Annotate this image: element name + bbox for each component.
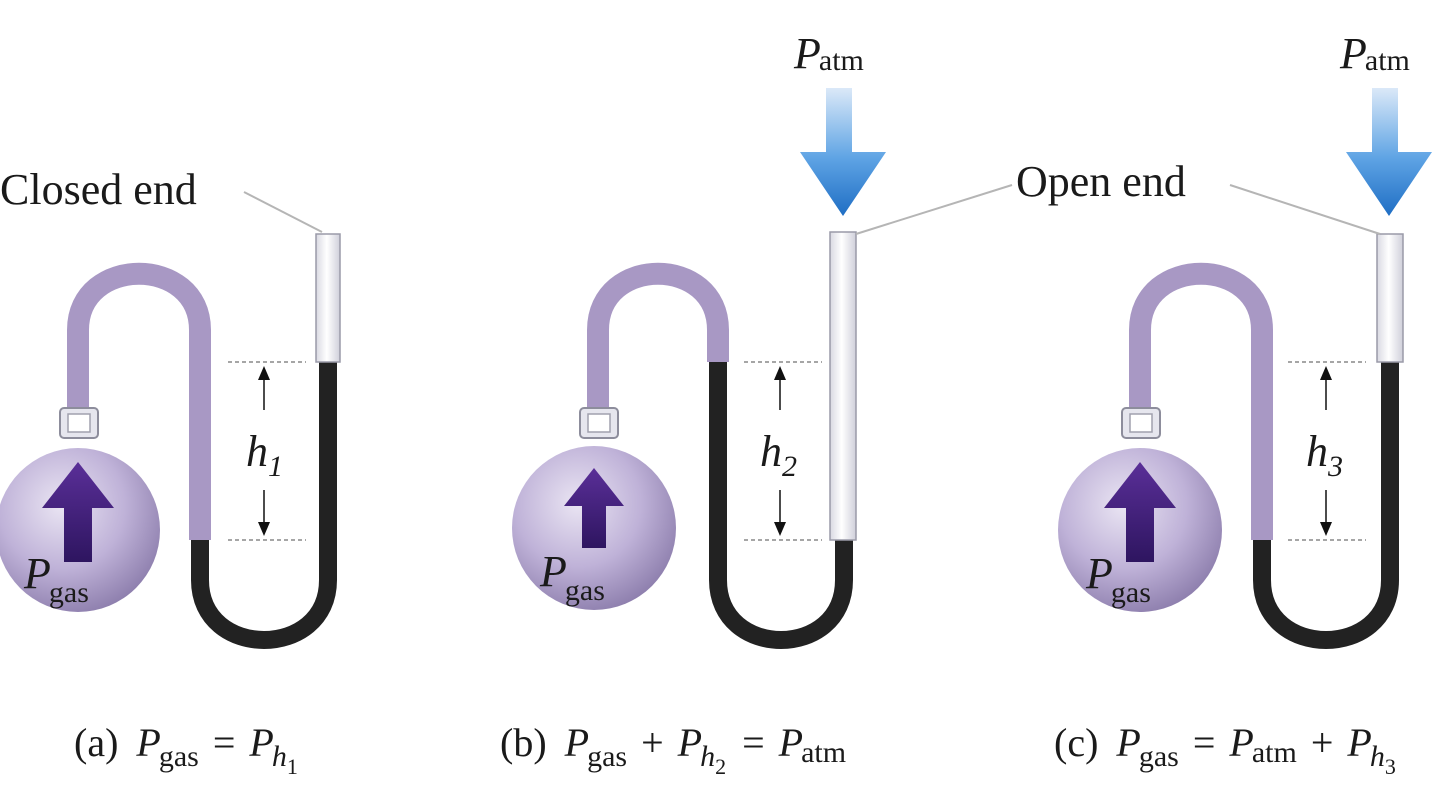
closed-end-tube-a bbox=[315, 233, 341, 363]
gas-tube-a bbox=[67, 262, 211, 540]
atm-pressure-label-b: Patm bbox=[793, 29, 864, 78]
height-arrowhead-down-b bbox=[774, 522, 786, 536]
open-end-leader-c bbox=[1229, 184, 1381, 235]
mercury-column-c bbox=[1253, 362, 1399, 649]
open-end-tube-c bbox=[1376, 233, 1404, 363]
open-end-label: Open end bbox=[1016, 157, 1186, 206]
up-arrow-icon bbox=[1104, 462, 1176, 562]
open-end-leader-b bbox=[855, 184, 1013, 235]
stopcock-icon bbox=[59, 407, 99, 439]
height-arrowhead-down-c bbox=[1320, 522, 1332, 536]
panel-c: h3 Pgas Patm bbox=[1058, 29, 1432, 649]
down-arrow-icon bbox=[1346, 88, 1432, 216]
up-arrow-icon bbox=[42, 462, 114, 562]
height-arrowhead-up-a bbox=[258, 366, 270, 380]
down-arrow-icon bbox=[800, 88, 886, 216]
stopcock-icon bbox=[579, 407, 619, 439]
gas-tube-c bbox=[1129, 262, 1273, 540]
atm-pressure-label-c: Patm bbox=[1339, 29, 1410, 78]
up-arrow-icon bbox=[564, 468, 624, 548]
caption-c: (c) Pgas = Patm + Ph3 bbox=[1054, 720, 1396, 779]
height-arrowhead-up-c bbox=[1320, 366, 1332, 380]
mercury-column-b bbox=[709, 362, 853, 649]
gas-tube-b bbox=[587, 262, 729, 420]
height-label-a: h1 bbox=[246, 427, 283, 483]
stopcock-icon bbox=[1121, 407, 1161, 439]
gas-pressure-label-b: Pgas bbox=[539, 547, 605, 607]
height-label-b: h2 bbox=[760, 427, 797, 483]
caption-a: (a) Pgas = Ph1 bbox=[74, 720, 298, 779]
closed-end-label: Closed end bbox=[0, 165, 197, 214]
height-arrowhead-up-b bbox=[774, 366, 786, 380]
open-end-tube-b bbox=[829, 231, 857, 541]
panel-a: h1 Pgas bbox=[0, 233, 341, 649]
gas-pressure-label-a: Pgas bbox=[23, 549, 89, 609]
panel-b: h2 Pgas Patm bbox=[512, 29, 886, 649]
mercury-column-a bbox=[191, 362, 337, 649]
height-label-c: h3 bbox=[1306, 427, 1343, 483]
height-arrowhead-down-a bbox=[258, 522, 270, 536]
closed-end-leader bbox=[243, 191, 323, 233]
caption-b: (b) Pgas + Ph2 = Patm bbox=[500, 720, 846, 783]
gas-pressure-label-c: Pgas bbox=[1085, 549, 1151, 609]
